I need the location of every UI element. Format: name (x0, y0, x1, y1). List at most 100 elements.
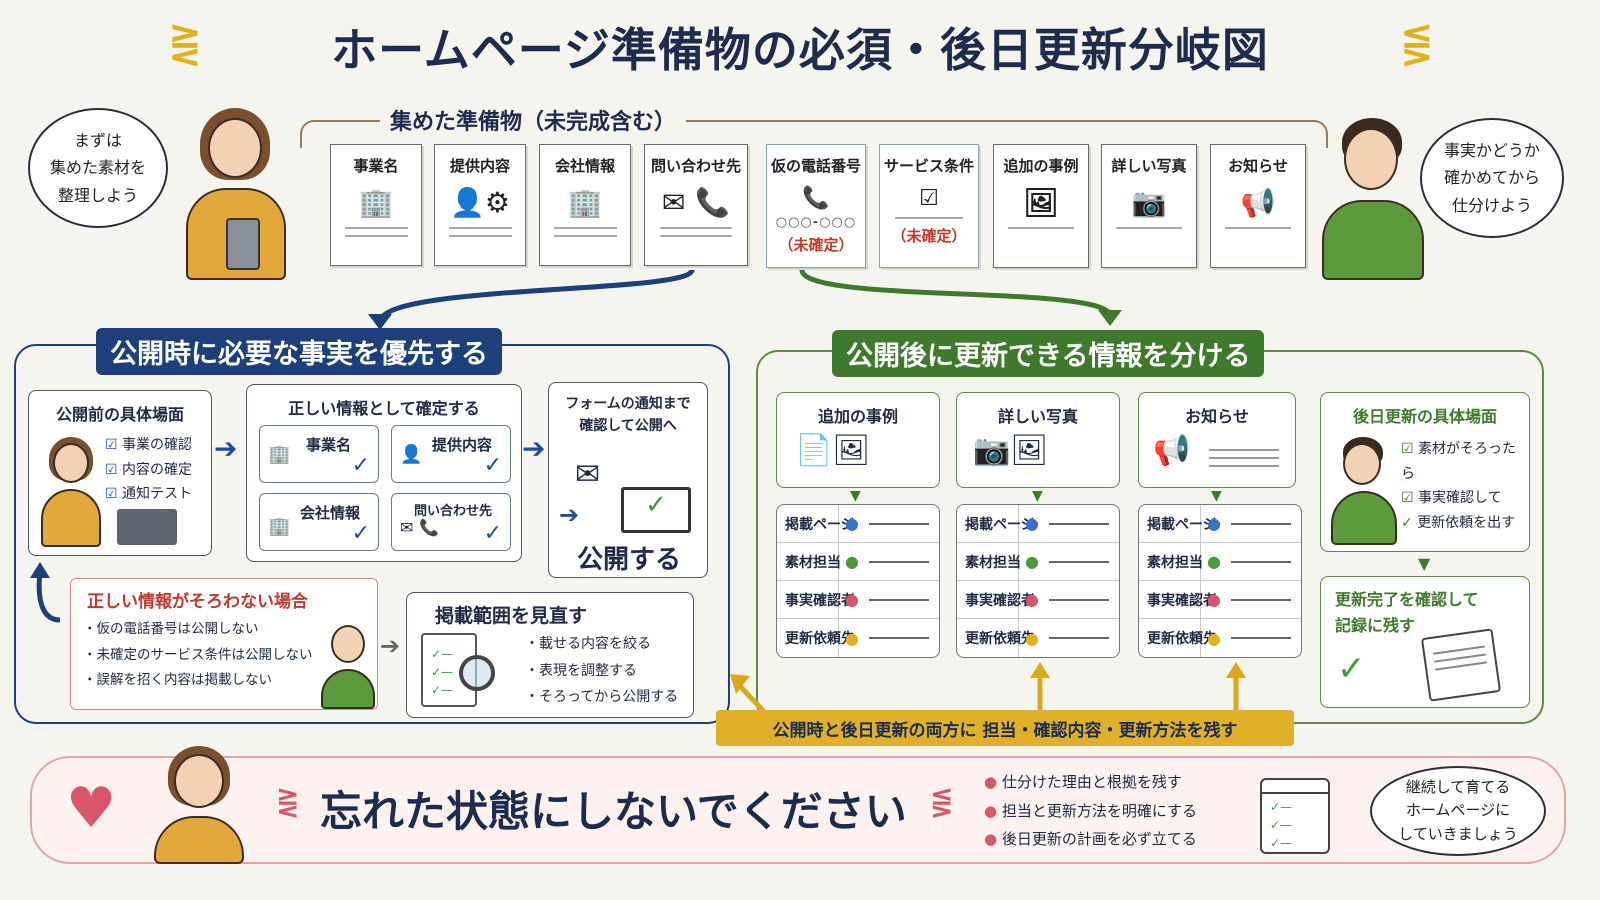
review-bullet: ・そろってから公開する (525, 689, 679, 706)
back-arrow-icon (30, 562, 61, 623)
arrow-down-icon: ▼ (1211, 488, 1222, 504)
role-row: 素材担当● (1139, 543, 1301, 581)
card-services: 提供内容 👤⚙ (434, 144, 526, 266)
unconfirmed-tag: （未確定） (778, 236, 854, 254)
collected-bracket (300, 120, 1328, 148)
person-icon: ● (1025, 590, 1039, 609)
envelope-icon: ✉ (575, 457, 601, 492)
confirm-panel: 正しい情報として確定する 🏢 事業名 ✓ 👤 提供内容 ✓ 🏢 会社情報 ✓ ✉… (246, 384, 522, 562)
card-contact: 問い合わせ先 ✉ 📞 (644, 144, 748, 266)
speech-bubble-left: まずは 集めた素材を 整理しよう (28, 108, 168, 228)
post-update-scene-panel: 後日更新の具体場面 ☑ 素材がそろったら ☑ 事実確認して ✓ 更新依頼を出す (1320, 392, 1530, 552)
phone-icon: 📞 (802, 186, 830, 211)
record-title: 更新完了を確認して 記録に残す (1335, 590, 1479, 635)
check-icon: ✓ (483, 453, 502, 478)
card-additional-cases: 追加の事例 🖼 (993, 144, 1089, 268)
missing-info-panel: 正しい情報がそろわない場合 ・仮の電話番号は公開しない ・未確定のサービス条件は… (70, 578, 378, 710)
sparkle-right-icon: ⋚ (1400, 22, 1434, 68)
update-column-additional-cases: 追加の事例 📄🖼 (776, 392, 940, 488)
card-business-name: 事業名 🏢 (330, 144, 422, 266)
person-icon: ● (1207, 628, 1221, 648)
role-row: 更新依頼先● (957, 619, 1119, 657)
role-row: 事実確認者● (957, 581, 1119, 619)
person-icon: ● (845, 552, 859, 571)
arrow-right-icon: ➔ (380, 632, 401, 660)
card-service-terms: サービス条件 ☑ （未確定） (879, 144, 979, 268)
confirm-item-business-name: 🏢 事業名 ✓ (259, 425, 379, 483)
review-bullet: ・載せる内容を絞る (525, 636, 651, 652)
missing-info-title: 正しい情報がそろわない場合 (87, 592, 308, 612)
sparkle-left-icon: ⋛ (276, 786, 300, 819)
role-table-detailed-photos: 掲載ページ● 素材担当● 事実確認者● 更新依頼先● (956, 504, 1120, 658)
sparkle-right-icon: ⋚ (930, 786, 954, 819)
collected-label: 集めた準備物（未完成含む） (380, 104, 687, 136)
publish-action: 公開する (576, 545, 681, 575)
role-row: 掲載ページ● (957, 505, 1119, 543)
mail-phone-icon: ✉ 📞 (400, 518, 439, 537)
arrow-right-icon: ➔ (522, 432, 546, 465)
magnifier-icon (459, 655, 495, 691)
unconfirmed-tag: （未確定） (891, 227, 967, 245)
laptop-icon (117, 509, 177, 545)
building-icon: 🏢 (268, 444, 291, 465)
person-icon: ● (845, 514, 859, 533)
role-row: 事実確認者● (1139, 581, 1301, 619)
speech-bubble-right: 事実かどうか 確かめてから 仕分けよう (1420, 118, 1564, 238)
laptop-check-icon: ✓ (621, 487, 691, 533)
notepad-pen-icon (1420, 628, 1502, 702)
arrow-down-icon: ▼ (1418, 554, 1431, 573)
man-laptop-illustration (1329, 437, 1399, 547)
role-table-news: 掲載ページ● 素材担当● 事実確認者● 更新依頼先● (1138, 504, 1302, 658)
megaphone-icon: 📢 (1240, 186, 1276, 219)
role-row: 素材担当● (957, 543, 1119, 581)
missing-bullet: ・未確定のサービス条件は公開しない (83, 646, 313, 663)
man-thinking-illustration (1318, 118, 1428, 280)
scene-check-item: ☑ 通知テスト (105, 486, 193, 502)
woman-illustration (180, 108, 310, 280)
check-circle-icon: ✓ (1337, 649, 1366, 689)
bottom-bullet: ● 担当と更新方法を明確にする (984, 801, 1198, 820)
building-icon: 🏢 (358, 186, 394, 219)
publish-panel: フォームの通知まで 確認して公開へ ✉ ✓ ➔ 公開する (548, 382, 708, 578)
scene-check-item: ✓ 更新依頼を出す (1401, 514, 1516, 531)
page-title: ホームページ準備物の必須・後日更新分岐図 (331, 23, 1269, 77)
megaphone-icon: 📢 (1153, 433, 1191, 468)
scene-check-item: ☑ 事業の確認 (105, 437, 193, 453)
bottom-bullet: ● 仕分けた理由と根拠を残す (984, 773, 1182, 791)
person-icon: ● (1025, 628, 1039, 648)
arrow-down-icon: ▼ (850, 488, 861, 504)
person-icon: ● (1207, 514, 1221, 533)
confirm-item-services: 👤 提供内容 ✓ (391, 425, 511, 483)
role-row: 掲載ページ● (1139, 505, 1301, 543)
camera-icon: 📷 (1131, 186, 1167, 219)
missing-bullet: ・誤解を招く内容は掲載しない (83, 672, 272, 689)
update-column-detailed-photos: 詳しい写真 📷🖼 (956, 392, 1120, 488)
office-building-icon: 🏢 (567, 186, 603, 219)
review-bullet: ・表現を調整する (525, 662, 637, 679)
bottom-message: 忘れた状態にしないでください (320, 787, 907, 836)
confirm-item-company-info: 🏢 会社情報 ✓ (259, 493, 379, 551)
person-icon: ● (1025, 514, 1039, 533)
arrow-down-icon: ▼ (1032, 488, 1043, 504)
speech-bubble-bottom: 継続して育てる ホームページに していきましょう (1370, 766, 1546, 856)
card-temp-phone: 仮の電話番号 📞 ○○○-○○○ （未確定） (766, 144, 866, 268)
person-icon: ● (1207, 552, 1221, 571)
review-scope-panel: 掲載範囲を見直す ✓—✓—✓— ・載せる内容を絞る ・表現を調整する ・そろって… (406, 592, 694, 718)
sparkle-left-icon: ⋛ (168, 22, 202, 68)
scene-check-item: ☑ 事実確認して (1401, 490, 1502, 506)
check-icon: ✓ (483, 521, 502, 546)
scene-check-item: ☑ 素材がそろったら (1401, 441, 1517, 482)
role-row: 更新依頼先● (777, 619, 939, 657)
check-icon: ✓ (351, 521, 370, 546)
heart-icon: ♥ (66, 776, 117, 841)
mail-phone-icon: ✉ 📞 (661, 186, 731, 219)
record-panel: 更新完了を確認して 記録に残す ✓ (1320, 576, 1530, 708)
woman-waving-illustration (150, 746, 260, 864)
role-row: 事実確認者● (777, 581, 939, 619)
person-icon: ● (1207, 590, 1221, 609)
update-column-news: お知らせ 📢 (1138, 392, 1296, 488)
phone-placeholder: ○○○-○○○ (775, 215, 857, 230)
pre-publish-scene-panel: 公開前の具体場面 ☑ 事業の確認 ☑ 内容の確定 ☑ 通知テスト (28, 390, 212, 556)
person-icon: ● (845, 590, 859, 609)
camera-photos-icon: 📷🖼 (973, 433, 1049, 468)
